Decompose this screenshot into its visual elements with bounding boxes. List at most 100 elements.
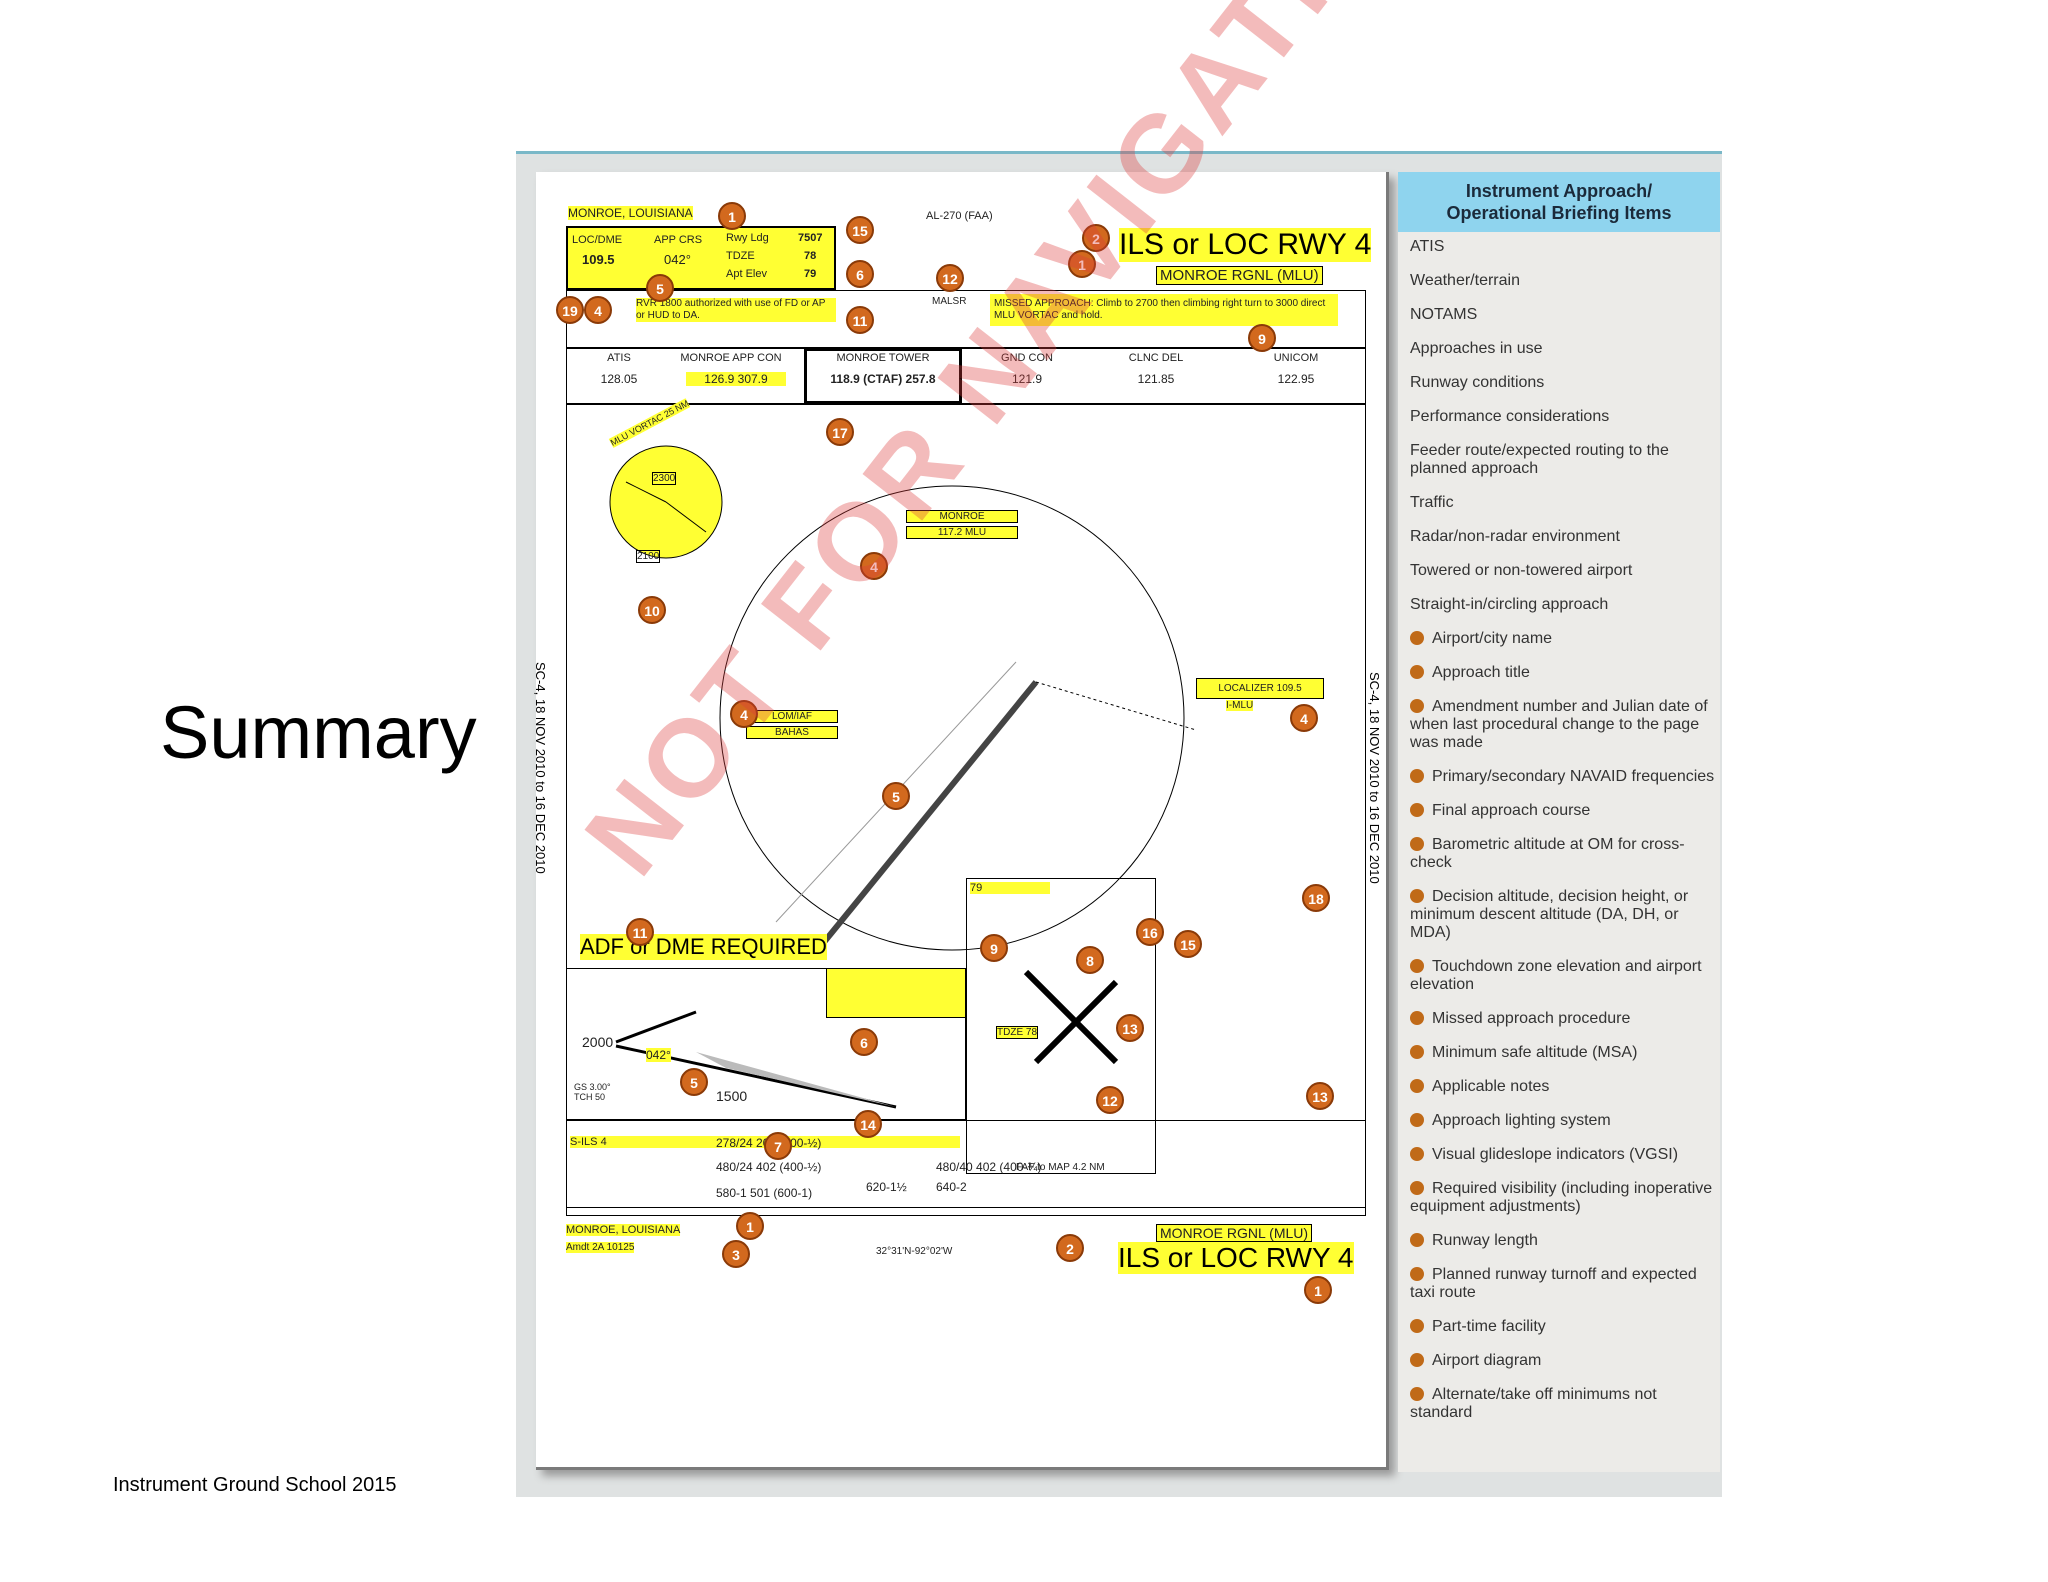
panel-numbered-item-label: Minimum safe altitude (MSA) [1432,1044,1638,1061]
airport-elev: 79 [970,882,1050,894]
callout-19: 19 [556,296,584,324]
panel-numbered-item: Final approach course [1410,802,1716,820]
panel-item: Approaches in use [1410,340,1543,357]
side-date-left: SC-4, 18 NOV 2010 to 16 DEC 2010 [533,662,548,874]
chart-note: RVR 1800 authorized with use of FD or AP… [636,298,836,322]
chart-freq-row [566,348,1366,404]
panel-numbered-item: Amendment number and Julian date of when… [1410,698,1716,752]
number-bullet-icon [1410,1147,1424,1161]
callout-9: 9 [1248,324,1276,352]
panel-numbered-item-label: Touchdown zone elevation and airport ele… [1410,958,1702,993]
callout-10: 10 [638,596,666,624]
number-bullet-icon [1410,1387,1424,1401]
panel-numbered-item: Planned runway turnoff and expected taxi… [1410,1266,1716,1302]
number-bullet-icon [1410,1113,1424,1127]
lom-name: LOM/IAF [746,710,838,723]
panel-item: Weather/terrain [1410,272,1520,289]
panel-item: Radar/non-radar environment [1410,528,1620,545]
panel-header: Instrument Approach/ Operational Briefin… [1398,172,1720,232]
callout-8: 8 [1076,946,1104,974]
panel-numbered-item-label: Airport/city name [1432,630,1553,647]
callout-15b: 15 [1174,930,1202,958]
callout-4d: 4 [1290,704,1318,732]
tdze-box: TDZE 78 [996,1026,1039,1039]
panel-numbered-item: Airport/city name [1410,630,1716,648]
panel-item: NOTAMS [1410,306,1478,323]
slide-title: Summary [160,691,477,774]
side-date-right: SC-4, 18 NOV 2010 to 16 DEC 2010 [1367,672,1382,884]
freq-clnc-name: CLNC DEL [1128,352,1184,364]
loc-label: LOC/DME [572,234,623,246]
chart-airport: MONROE RGNL (MLU) [1156,266,1323,285]
msa-alt-b: 2100 [636,550,661,563]
msa-alt-a: 2300 [652,472,677,485]
callout-11b: 11 [626,918,654,946]
callout-2b: 2 [1056,1234,1084,1262]
chart-freq-box: LOC/DME 109.5 APP CRS 042° Rwy Ldg 7507 … [566,226,836,290]
loc-freq: 109.5 [582,252,615,267]
figure-top-rule [516,151,1722,154]
number-bullet-icon [1410,1045,1424,1059]
msa-circle [609,445,723,559]
number-bullet-icon [1410,837,1424,851]
mins-circ-d: 640-2 [936,1180,967,1194]
callout-12b: 12 [1096,1086,1124,1114]
panel-numbered-item-label: Missed approach procedure [1432,1010,1631,1027]
panel-numbered-item-label: Approach lighting system [1432,1112,1611,1129]
freq-gnd-value: 121.9 [1011,372,1043,386]
mins-loc: 480/24 402 (400-½) [716,1160,822,1174]
localizer-ident: I-MLU [1226,700,1254,711]
panel-numbered-item: Applicable notes [1410,1078,1716,1096]
callout-11: 11 [846,306,874,334]
vortac-name: MONROE [906,510,1018,523]
freq-tower-box [804,348,962,404]
panel-numbered-item: Missed approach procedure [1410,1010,1716,1028]
number-bullet-icon [1410,1011,1424,1025]
chart-top-center: AL-270 (FAA) [926,210,993,222]
panel-numbered-item: Required visibility (including inoperati… [1410,1180,1716,1216]
panel-header-line1: Instrument Approach/ [1465,181,1653,201]
mins-circ-c: 620-1½ [866,1180,907,1194]
freq-app-name: MONROE APP CON [680,352,782,364]
callout-5: 5 [646,274,674,302]
missed-approach-icons [826,968,966,1018]
callout-5c: 5 [680,1068,708,1096]
panel-numbered-item: Decision altitude, decision height, or m… [1410,888,1716,942]
callout-2: 2 [1082,224,1110,252]
freq-gnd-name: GND CON [1001,352,1053,364]
callout-12: 12 [936,264,964,292]
number-bullet-icon [1410,631,1424,645]
panel-numbered-item-label: Primary/secondary NAVAID frequencies [1432,768,1715,785]
callout-17: 17 [826,418,854,446]
callout-13: 13 [1116,1014,1144,1042]
panel-header-line2: Operational Briefing Items [1446,203,1672,223]
number-bullet-icon [1410,1079,1424,1093]
number-bullet-icon [1410,1319,1424,1333]
panel-numbered-item: Minimum safe altitude (MSA) [1410,1044,1716,1062]
number-bullet-icon [1410,889,1424,903]
panel-item: Traffic [1410,494,1454,511]
callout-9b: 9 [980,934,1008,962]
panel-numbered-item-label: Approach title [1432,664,1530,681]
panel-numbered-item: Touchdown zone elevation and airport ele… [1410,958,1716,994]
chart-city-bottom: MONROE, LOUISIANA [566,1224,681,1236]
mins-circling: 580-1 501 (600-1) [716,1186,813,1200]
freq-atis-name: ATIS [607,352,631,364]
panel-numbered-item: Visual glideslope indicators (VGSI) [1410,1146,1716,1164]
slide-footer: Instrument Ground School 2015 [113,1474,397,1496]
number-bullet-icon [1410,1181,1424,1195]
freq-atis-value: 128.05 [600,372,638,386]
callout-4c: 4 [730,700,758,728]
chart-missed-approach: MISSED APPROACH: Climb to 2700 then clim… [990,294,1338,326]
panel-item: ATIS [1410,238,1445,255]
app-crs-label: APP CRS [654,234,703,246]
chart-plan-frame [566,404,1366,1216]
rwy-ldg: 7507 [798,232,823,244]
app-crs: 042° [664,252,691,267]
freq-tower-name: MONROE TOWER [836,352,930,364]
profile-crs: 042° [646,1048,671,1062]
callout-4b: 4 [860,552,888,580]
callout-1b: 1 [1068,250,1096,278]
apt-elev-label: Apt Elev [726,268,767,280]
profile-dist: 1500 [716,1088,748,1104]
